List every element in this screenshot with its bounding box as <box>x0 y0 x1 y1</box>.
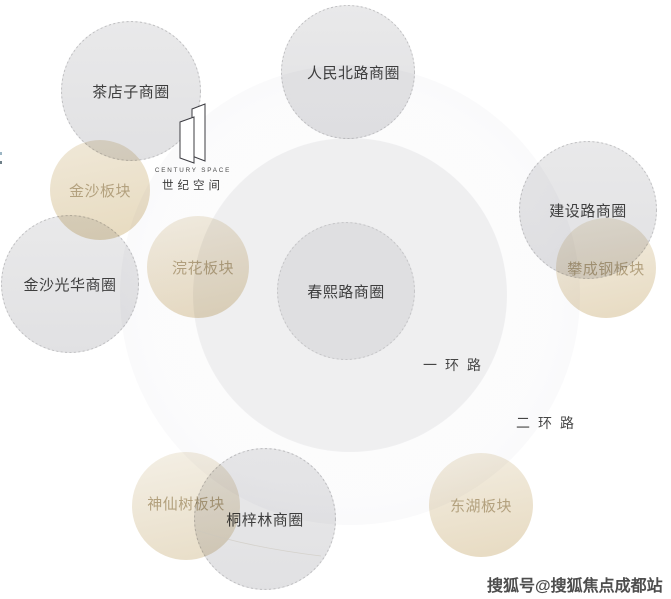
district-chadianzi-label: 茶店子商圈 <box>92 83 170 101</box>
district-renminbeilu: 人民北路商圈 <box>281 5 415 139</box>
district-chunxilu-label: 春熙路商圈 <box>307 283 385 301</box>
district-jinshaguanghua-label: 金沙光华商圈 <box>23 276 117 294</box>
district-jianshelu-label: 建设路商圈 <box>549 202 627 220</box>
district-tongzilin-label: 桐梓林商圈 <box>226 511 304 529</box>
ring-1-label: 一环路 <box>423 357 489 373</box>
plate-huanhua: 浣花板块 <box>147 216 249 318</box>
dashed-border <box>519 141 657 279</box>
plate-huanhua-label: 浣花板块 <box>171 259 234 277</box>
logo-text-en: CENTURY SPACE <box>154 167 232 174</box>
sohu-watermark: 搜狐号@搜狐焦点成都站 <box>487 578 663 595</box>
district-chadianzi: 茶店子商圈 <box>61 21 201 161</box>
district-renminbeilu-label: 人民北路商圈 <box>306 64 400 82</box>
dashed-border <box>194 448 336 590</box>
dashed-border <box>281 5 415 139</box>
towers-icon <box>179 103 206 164</box>
left-edge-artifact <box>0 152 2 155</box>
district-jianshelu: 建设路商圈 <box>519 141 657 279</box>
century-space-logo: CENTURY SPACE 世纪空间 <box>150 101 236 193</box>
logo-text-cn: 世纪空间 <box>162 180 224 192</box>
district-tongzilin: 桐梓林商圈 <box>194 448 336 590</box>
plate-donghu-label: 东湖板块 <box>449 497 512 515</box>
dashed-border <box>1 215 139 353</box>
plate-jinsha-label: 金沙板块 <box>68 182 131 200</box>
ring-2-label: 二环路 <box>516 415 582 431</box>
dashed-border <box>277 222 415 360</box>
plate-donghu: 东湖板块 <box>429 453 533 557</box>
dashed-border <box>61 21 201 161</box>
district-chunxilu: 春熙路商圈 <box>277 222 415 360</box>
district-jinshaguanghua: 金沙光华商圈 <box>1 215 139 353</box>
left-edge-artifact-2 <box>0 161 2 164</box>
